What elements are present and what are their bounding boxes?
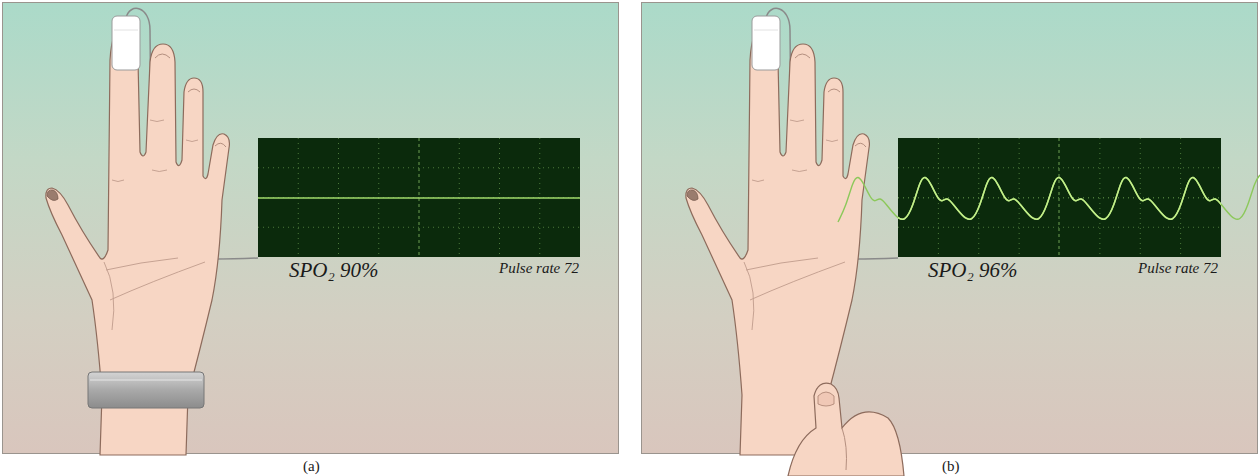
panel-label: (a) xyxy=(303,458,320,475)
panel-label: (b) xyxy=(942,458,960,475)
figure-panel: SPO₂ 96%Pulse rate 72(b) xyxy=(641,2,1258,454)
pulse-rate-reading: Pulse rate 72 xyxy=(499,260,579,277)
spo2-reading: SPO₂ 90% xyxy=(289,258,379,283)
figure-panel: SPO₂ 90%Pulse rate 72(a) xyxy=(2,2,619,454)
pulse-rate-reading: Pulse rate 72 xyxy=(1138,260,1218,277)
spo2-reading: SPO₂ 96% xyxy=(928,258,1018,283)
